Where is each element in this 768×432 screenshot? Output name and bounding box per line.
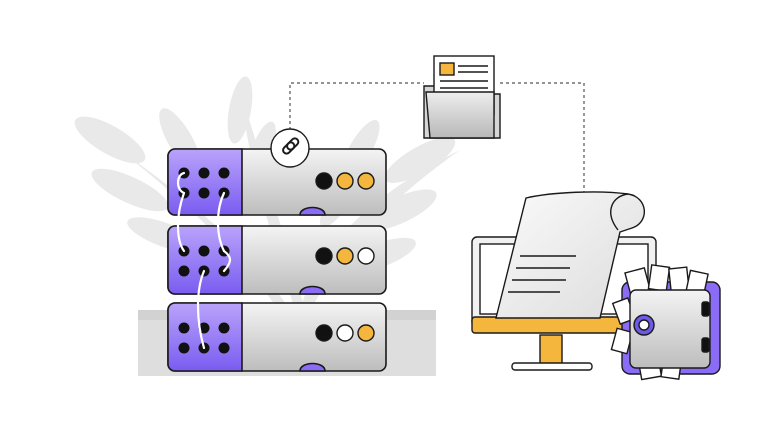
server-unit-middle (167, 225, 387, 295)
folder-icon (423, 55, 501, 139)
server-unit-bottom (167, 302, 387, 372)
safe-icon (610, 264, 721, 381)
server-rack (167, 148, 387, 372)
connection-lines (289, 82, 585, 195)
link-icon (270, 128, 310, 168)
status-lights (315, 172, 375, 342)
document-icon (495, 191, 646, 319)
patch-cables (176, 171, 232, 350)
